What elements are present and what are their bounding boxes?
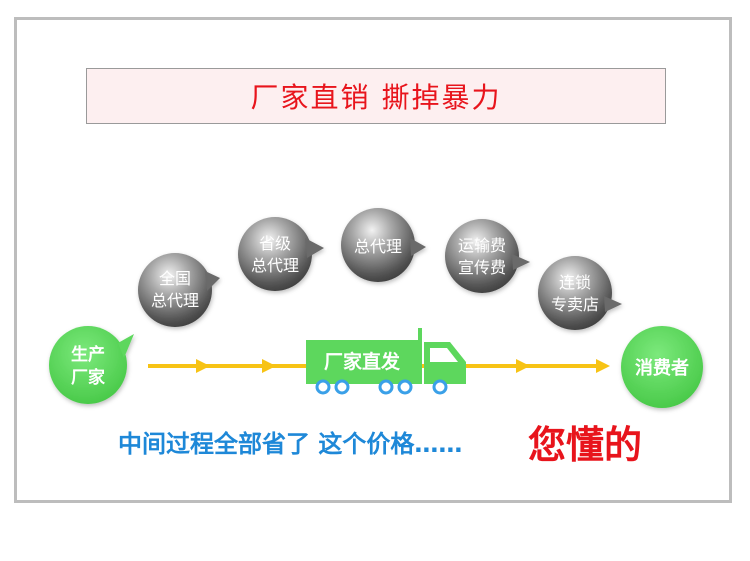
bubble-provincial-agent-line2: 总代理 [251,256,299,275]
bubble-general-agent [341,208,426,282]
producer-node [49,326,134,404]
bubble-national-agent-line2: 总代理 [151,291,199,310]
consumer-label: 消费者 [635,357,689,379]
truck-label: 厂家直发 [324,350,401,373]
producer-label-line2: 厂家 [71,367,105,388]
caption-text: 中间过程全部省了 这个价格…… [118,430,463,458]
caption: 中间过程全部省了 这个价格…… 您懂的 [0,410,750,470]
truck-icon [306,328,466,395]
consumer-node [621,326,703,408]
bubble-national-agent [138,253,220,327]
bubble-national-agent-line1: 全国 [159,269,191,288]
page-title: 厂家直销 撕掉暴力 [250,81,502,114]
title-banner: 厂家直销 撕掉暴力 [86,68,666,124]
bubble-shipping-ad-fees-line2: 宣传费 [458,258,506,277]
bubble-provincial-agent [238,217,324,291]
bubble-chain-store-line2: 专卖店 [551,295,599,314]
bubble-chain-store-line1: 连锁 [559,273,591,292]
bubble-chain-store [538,256,622,330]
bubble-shipping-ad-fees-line1: 运输费 [458,236,506,255]
bubble-shipping-ad-fees [445,219,530,293]
bubble-provincial-agent-line1: 省级 [259,234,291,253]
caption-highlight: 您懂的 [528,423,643,467]
producer-label-line1: 生产 [71,344,105,365]
bubble-general-agent-line1: 总代理 [354,237,402,256]
